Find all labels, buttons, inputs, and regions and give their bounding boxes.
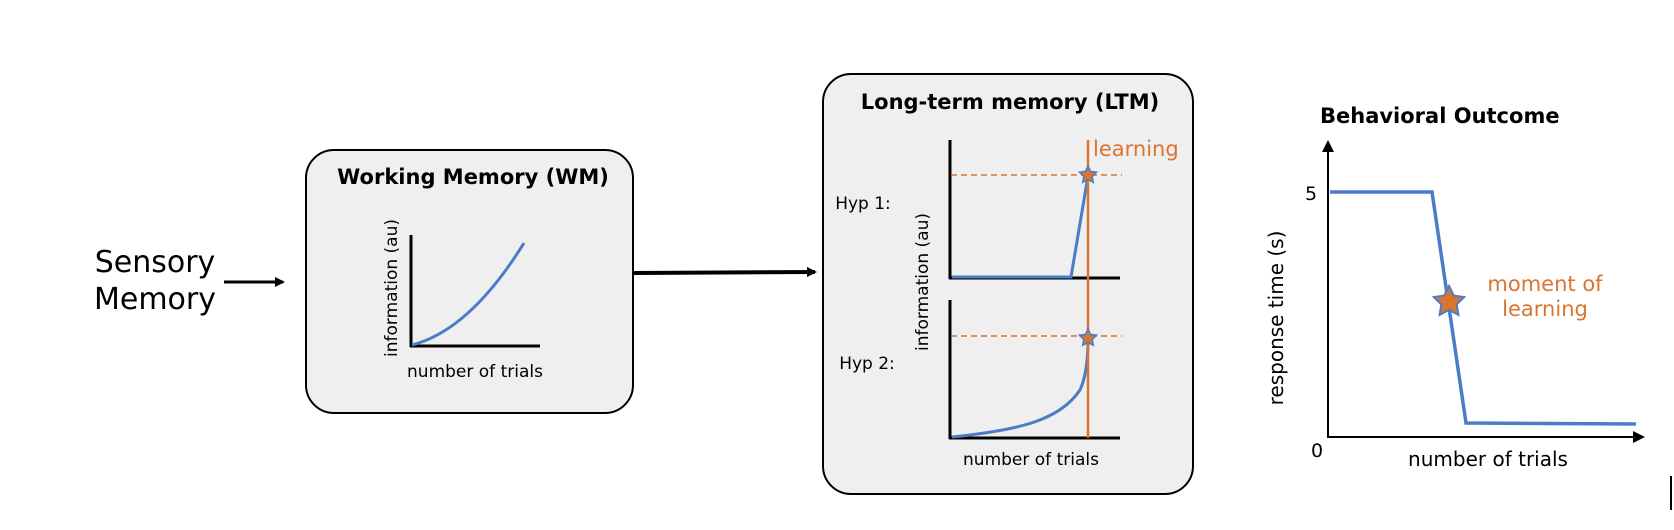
ltm-hyp1-curve [952, 175, 1090, 279]
wm-to-ltm-arrow [632, 267, 817, 278]
wm-title: Working Memory (WM) [337, 165, 609, 189]
outcome-ytick-5: 5 [1305, 183, 1317, 205]
outcome-ytick-0: 0 [1311, 440, 1323, 462]
outcome-annotation-line2: learning [1502, 297, 1588, 321]
ltm-x-label: number of trials [963, 450, 1099, 470]
wm-x-label: number of trials [407, 362, 543, 382]
wm-y-label: information (au) [382, 219, 402, 357]
ltm-hyp2-label: Hyp 2: [839, 354, 895, 374]
ltm-title: Long-term memory (LTM) [861, 90, 1159, 114]
outcome-curve [1330, 190, 1637, 426]
sensory-memory-label-line2: Memory [94, 282, 216, 317]
working-memory-box [305, 149, 634, 414]
sensory-memory-label-line1: Sensory [95, 245, 216, 280]
ltm-hyp1-label: Hyp 1: [835, 194, 891, 214]
ltm-y-label: information (au) [913, 213, 933, 351]
outcome-title: Behavioral Outcome [1320, 104, 1560, 128]
outcome-x-label: number of trials [1408, 447, 1568, 471]
outcome-y-label: response time (s) [1264, 231, 1288, 406]
ltm-learning-label: learning [1093, 137, 1179, 161]
long-term-memory-box [822, 73, 1194, 495]
ltm-hyp1-star-icon [1077, 164, 1099, 184]
ltm-hyp2-star-icon [1077, 327, 1099, 347]
wm-curve [411, 242, 526, 347]
outcome-annotation-line1: moment of [1487, 272, 1603, 296]
outcome-learning-star-icon [1431, 283, 1467, 317]
